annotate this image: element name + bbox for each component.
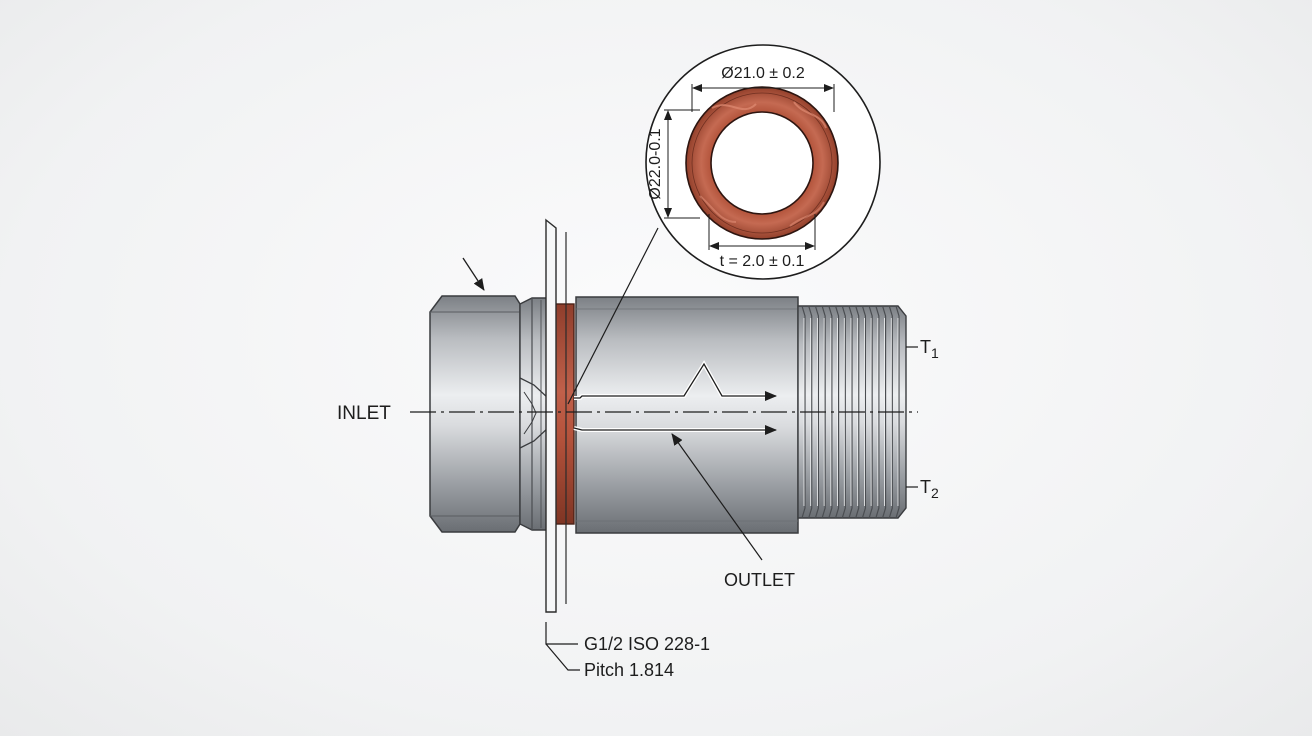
detail-view: Ø21.0 ± 0.2 Ø22.0-0.1 t = 2.0 ± 0.1 <box>645 44 881 280</box>
thread-spec-label: G1/2 ISO 228-1 <box>584 634 710 654</box>
inner-diameter-label: Ø22.0-0.1 <box>647 128 664 199</box>
outlet-label: OUTLET <box>724 570 795 590</box>
inlet-label: INLET <box>337 403 391 424</box>
thread-crest <box>834 305 840 519</box>
t2-label: T2 <box>920 477 939 501</box>
t1-label: T1 <box>920 337 939 361</box>
main-cylinder <box>575 296 799 534</box>
outer-diameter-label: Ø21.0 ± 0.2 <box>721 65 805 82</box>
flow-arrows <box>573 360 777 435</box>
thread-spec-leader <box>545 622 580 671</box>
pointer-arrow <box>462 257 485 291</box>
flange-plate <box>545 218 567 613</box>
fitting-body <box>429 295 907 534</box>
hex-head <box>429 295 521 533</box>
thickness-label: t = 2.0 ± 0.1 <box>720 253 805 270</box>
detail-leader <box>567 227 659 405</box>
pitch-label: Pitch 1.814 <box>584 660 674 680</box>
gasket-bore <box>710 111 814 215</box>
outlet-leader <box>671 433 763 561</box>
thread-crest <box>861 305 867 519</box>
